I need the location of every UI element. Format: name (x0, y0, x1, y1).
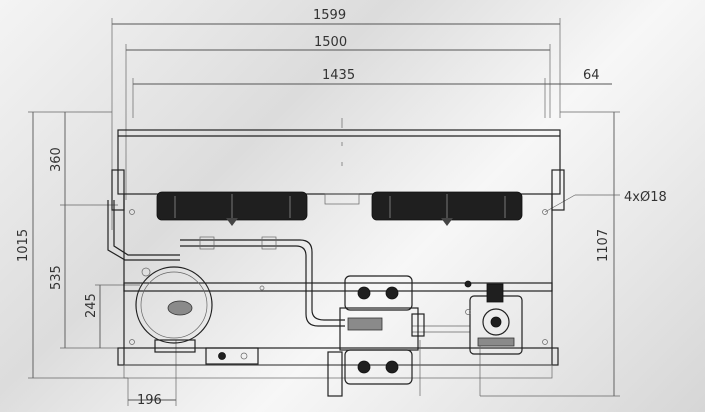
dimension-64: 64 (545, 68, 612, 85)
compressor (327, 275, 425, 397)
dimension-196: 196 (127, 340, 177, 408)
dim-1599-label: 1599 (313, 8, 346, 23)
dimension-1500: 1500 (125, 35, 551, 200)
dimension-1435: 1435 (132, 68, 546, 118)
dim-245-label: 245 (84, 293, 99, 318)
dim-1107-label: 1107 (596, 229, 611, 262)
junction-box (205, 285, 265, 365)
dim-196-label: 196 (137, 393, 162, 408)
base-frame (117, 194, 559, 379)
dim-360-label: 360 (49, 147, 64, 172)
dimension-1599: 1599 (111, 8, 561, 230)
dimension-245: 245 (84, 284, 140, 348)
fan-motor-left (156, 191, 308, 226)
fan-motor-right (371, 191, 523, 226)
dimension-535: 535 (49, 205, 128, 349)
dim-535-label: 535 (49, 265, 64, 290)
condenser-housing (111, 118, 565, 211)
liquid-receiver (135, 266, 213, 353)
dim-1015-label: 1015 (16, 229, 31, 262)
dim-64-label: 64 (583, 68, 600, 83)
dim-1500-label: 1500 (314, 35, 347, 50)
mount-hole-label: 4xØ18 (624, 190, 667, 205)
dimension-360: 360 (49, 112, 118, 206)
dim-1435-label: 1435 (322, 68, 355, 83)
drive-motor (464, 280, 523, 355)
dimension-1107: 1107 (480, 111, 620, 397)
refrigerant-piping (107, 200, 481, 396)
mount-hole-callout: 4xØ18 (544, 190, 667, 213)
dimension-1015: 1015 (16, 111, 128, 379)
